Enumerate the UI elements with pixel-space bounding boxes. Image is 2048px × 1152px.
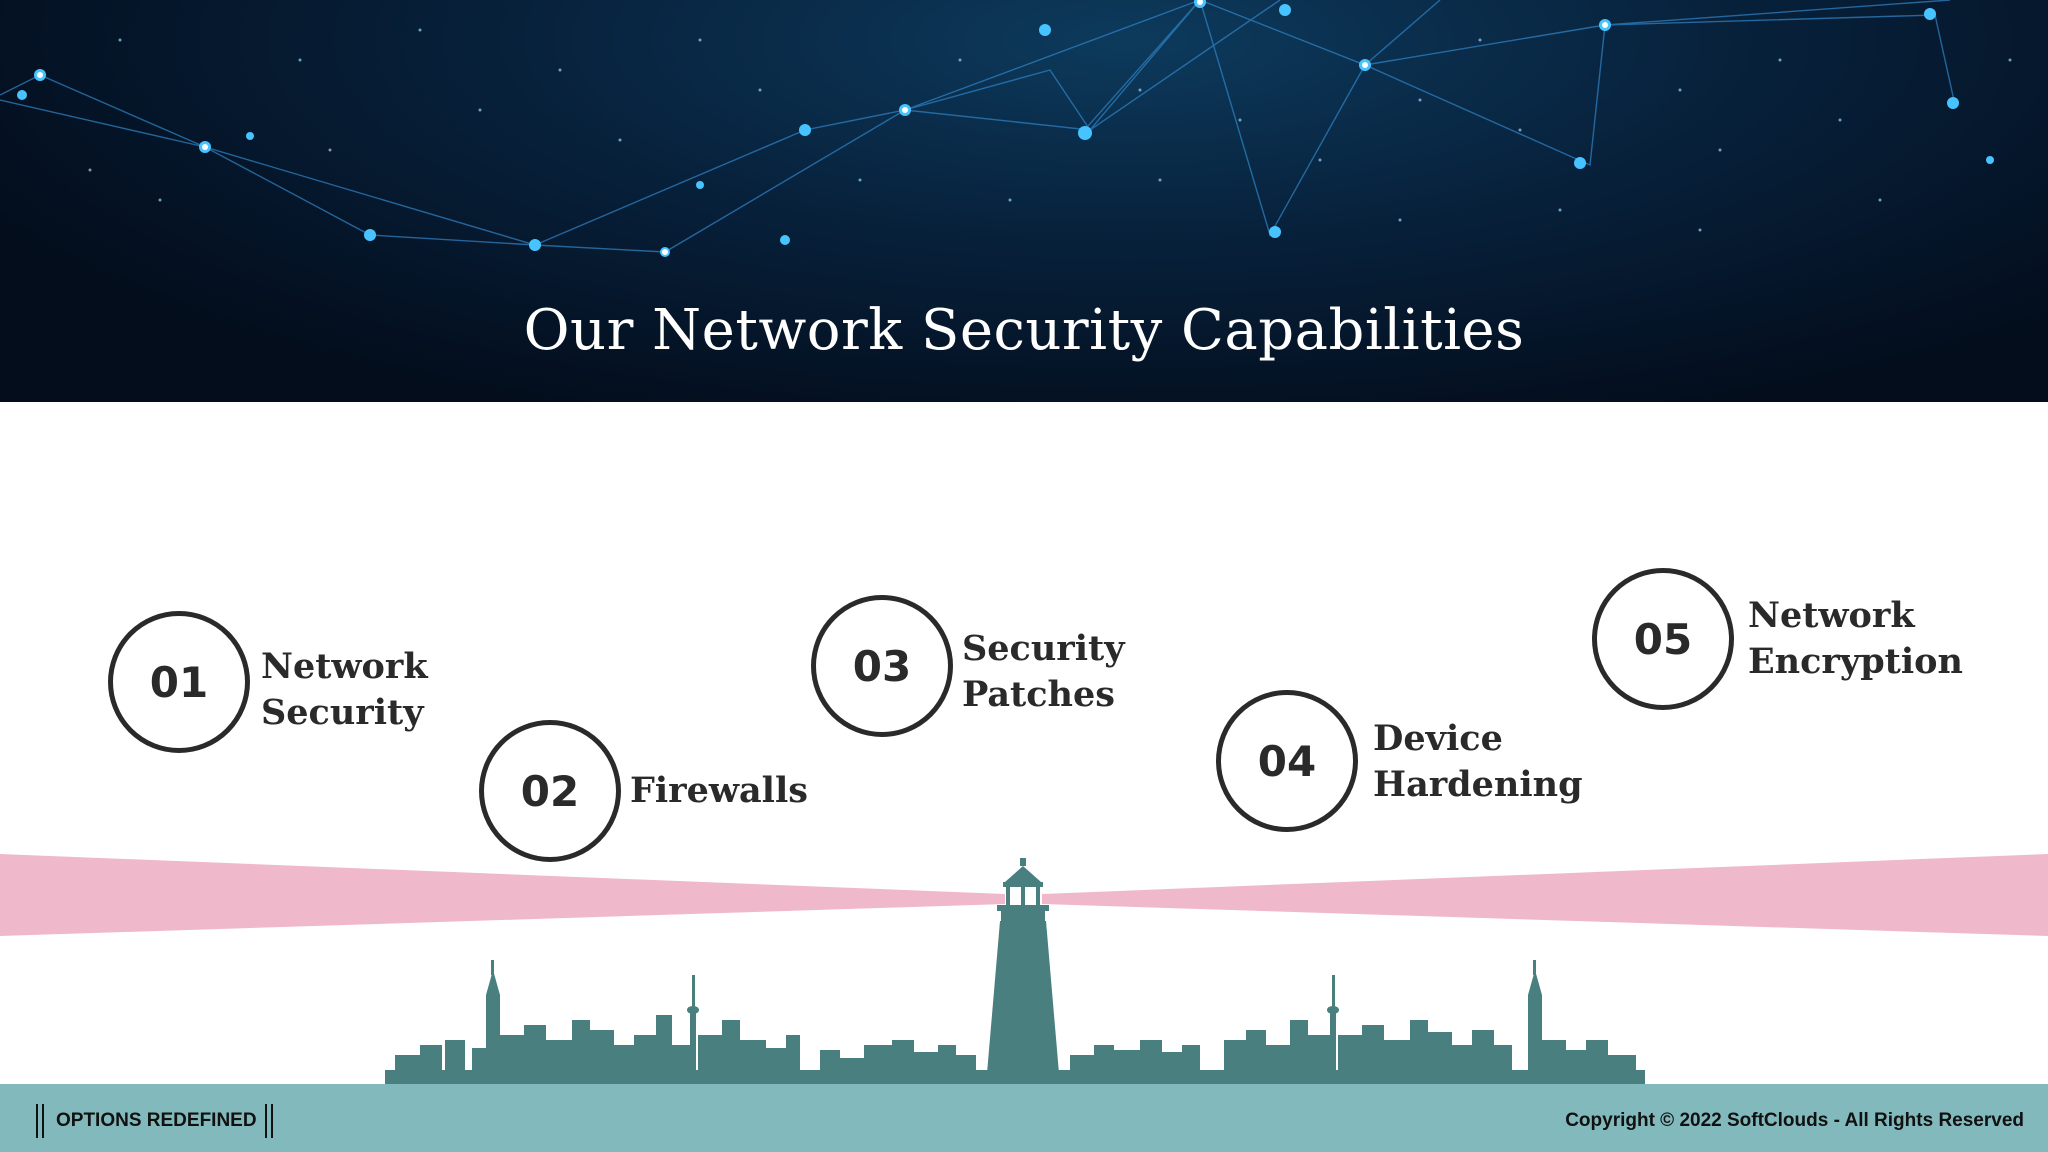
brand-logo: OPTIONS REDEFINED bbox=[36, 1104, 273, 1138]
capability-label: Security Patches bbox=[962, 626, 1125, 718]
capability-label-line1: Firewalls bbox=[630, 770, 808, 811]
city-skyline-icon bbox=[385, 960, 1645, 1084]
step-number-badge: 04 bbox=[1216, 690, 1358, 832]
brand-name: OPTIONS REDEFINED bbox=[56, 1110, 257, 1131]
step-number-badge: 05 bbox=[1592, 568, 1734, 710]
capability-label-line1: Device bbox=[1373, 718, 1503, 759]
header-banner: Our Network Security Capabilities bbox=[0, 0, 2048, 402]
lighthouse-icon bbox=[978, 858, 1068, 1085]
copyright-text: Copyright © 2022 SoftClouds - All Rights… bbox=[1565, 1110, 2024, 1131]
capability-label-line2: Encryption bbox=[1748, 641, 1963, 682]
brand-bracket-right bbox=[264, 1104, 273, 1138]
capability-label-line2: Security bbox=[261, 692, 424, 733]
footer-bar bbox=[0, 1084, 2048, 1152]
capability-label-line1: Network bbox=[1748, 595, 1915, 636]
capability-label: Network Security bbox=[261, 644, 428, 736]
capability-label-line2: Patches bbox=[962, 674, 1115, 715]
light-beam-left bbox=[0, 854, 1005, 936]
capability-label: Device Hardening bbox=[1373, 716, 1583, 808]
capability-label-line2: Hardening bbox=[1373, 764, 1583, 805]
step-number-badge: 03 bbox=[811, 595, 953, 737]
capability-label-line1: Network bbox=[261, 646, 428, 687]
network-graph-background bbox=[0, 0, 2012, 257]
page-title: Our Network Security Capabilities bbox=[523, 298, 1525, 363]
brand-bracket-left bbox=[36, 1104, 44, 1138]
capability-label: Network Encryption bbox=[1748, 593, 1963, 685]
light-beam-right bbox=[1042, 854, 2048, 936]
step-number-badge: 01 bbox=[108, 611, 250, 753]
capability-label: Firewalls bbox=[630, 768, 808, 814]
step-number-badge: 02 bbox=[479, 720, 621, 862]
capability-label-line1: Security bbox=[962, 628, 1125, 669]
lighthouse-scene bbox=[0, 854, 2048, 1085]
